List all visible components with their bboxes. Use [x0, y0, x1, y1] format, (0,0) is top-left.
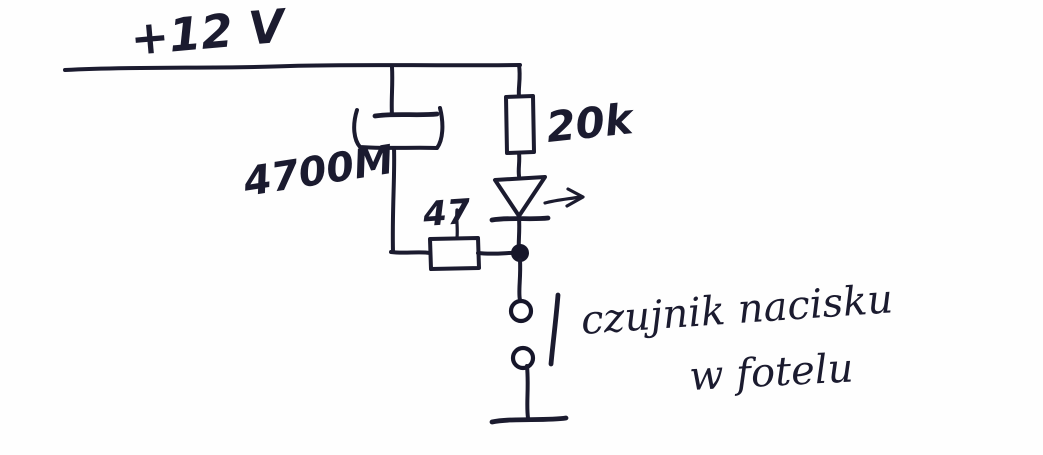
annotation-line-1: czujnik nacisku: [579, 276, 894, 344]
filter-capacitor: [352, 106, 445, 254]
led-series-resistor-label: 20k: [544, 94, 638, 152]
sensor-terminal-upper: [508, 298, 534, 324]
positive-supply-rail: [63, 63, 522, 72]
sensor-lead-wire: [517, 258, 523, 302]
shunt-resistor-label: 47: [421, 192, 472, 235]
capacitor-branch-wire: [389, 65, 395, 117]
shunt-resistor: [428, 208, 481, 271]
annotation-line-2: w fotelu: [688, 345, 854, 400]
led-branch-wire: [516, 63, 522, 98]
shunt-branch-wire: [389, 250, 523, 256]
ground-symbol: [489, 364, 569, 425]
sensor-terminal-lower: [510, 345, 536, 371]
supply-label: +12 V: [128, 0, 290, 66]
connector-bar: [548, 292, 561, 367]
led-series-resistor: [504, 94, 536, 178]
capacitor-label: 4700Μ: [239, 137, 396, 206]
indicator-led: [489, 175, 585, 253]
node-junction: [511, 244, 529, 262]
